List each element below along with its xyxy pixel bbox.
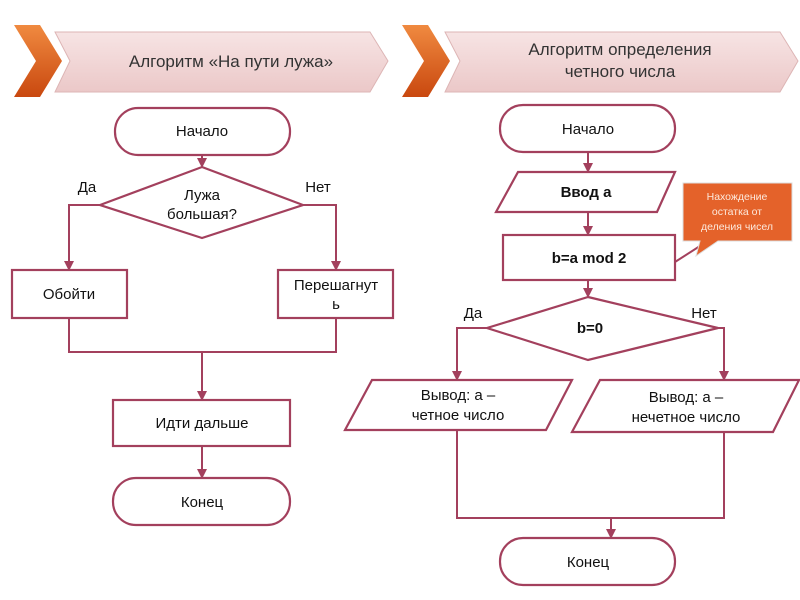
left-title: Алгоритм «На пути лужа»: [129, 52, 333, 71]
right-title-line2: четного числа: [565, 62, 676, 81]
odd-output-line1: Вывод: а –: [649, 389, 724, 406]
input-parallelogram: [494, 170, 677, 214]
avoid-box: [10, 268, 129, 320]
chevron-icon: [402, 25, 450, 97]
end-terminal: [111, 476, 292, 527]
start-label: Начало: [562, 121, 614, 138]
decision-diamond: [96, 165, 307, 240]
yes-label: Да: [78, 179, 97, 196]
end-label: Конец: [181, 494, 224, 511]
callout-line1: Нахождение: [707, 191, 768, 203]
right-flowchart: Начало Ввод а b=a mod 2 Нахождение остат…: [343, 103, 800, 587]
even-output-line1: Вывод: а –: [421, 387, 496, 404]
decision-diamond: [483, 295, 719, 362]
go-on-box: [111, 398, 292, 448]
even-output-line2: четное число: [412, 407, 505, 424]
no-label: Нет: [691, 305, 717, 322]
start-label: Начало: [176, 123, 228, 140]
callout-connector: [674, 245, 701, 263]
odd-output-parallelogram: [570, 378, 800, 434]
odd-output-line2: нечетное число: [632, 409, 741, 426]
no-label: Нет: [305, 179, 331, 196]
input-label: Ввод а: [561, 184, 613, 201]
left-header-banner: Алгоритм «На пути лужа»: [14, 25, 389, 97]
left-flowchart: Начало Лужа большая? Да Нет Обойти Переш…: [10, 106, 395, 527]
step-over-line2: ь: [332, 296, 340, 313]
step-over-line1: Перешагнут: [294, 277, 378, 294]
end-terminal: [498, 536, 677, 587]
go-on-label: Идти дальше: [156, 415, 249, 432]
yes-label: Да: [464, 305, 483, 322]
even-output-parallelogram: [343, 378, 574, 432]
decision-line2: большая?: [167, 206, 237, 223]
chevron-icon: [14, 25, 62, 97]
process-label: b=a mod 2: [552, 250, 627, 267]
right-title-line1: Алгоритм определения: [528, 40, 711, 59]
end-label: Конец: [567, 554, 610, 571]
process-box: [501, 233, 677, 282]
decision-label: b=0: [577, 320, 603, 337]
right-header-banner: Алгоритм определения четного числа: [402, 25, 799, 97]
callout-line3: деления чисел: [701, 221, 773, 233]
step-over-box: [276, 268, 395, 320]
callout-note: Нахождение остатка от деления чисел: [682, 182, 793, 258]
avoid-label: Обойти: [43, 286, 95, 303]
decision-line1: Лужа: [184, 187, 221, 204]
callout-line2: остатка от: [712, 206, 762, 218]
